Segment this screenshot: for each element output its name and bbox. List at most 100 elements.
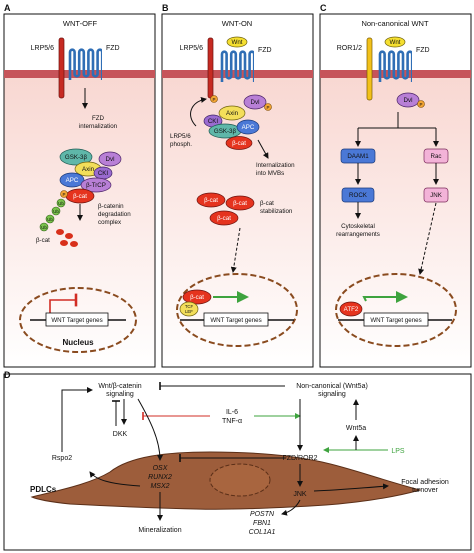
svg-text:β-cat: β-cat	[232, 140, 246, 147]
panel-b-translocation-arrow	[230, 227, 241, 273]
panel-d-pdlcs-label: PDLCs	[30, 485, 57, 494]
panel-b-nuclear-bcat	[182, 289, 212, 305]
panel-b-membrane	[162, 70, 313, 78]
panel-c-title: Non-canonical WNT	[361, 19, 429, 28]
panel-a-ub-chain: Ub Ub Ub Ub	[39, 198, 66, 232]
panel-d-dkk: DKK	[113, 431, 128, 438]
panel-d-letter: D	[4, 370, 11, 380]
panel-b-internalization-arrow	[257, 139, 269, 159]
panel-a-bcat-text: β-cat	[36, 237, 50, 244]
panel-a-destruction-complex: GSK-3β Axin Dvl CKI APC β-TrCP β-cat P U…	[39, 148, 122, 232]
ub-1	[56, 198, 66, 208]
panel-c-cyto-2: rearrangements	[336, 231, 380, 238]
panel-c-dvl-label: Dvl	[404, 97, 413, 104]
panel-a-apc-label: APC	[66, 177, 79, 184]
panel-a-degraded-fragments	[56, 229, 78, 247]
panel-b-dvl	[243, 94, 267, 110]
panel-b-intern-1: Internalization	[256, 162, 295, 169]
panel-b-wnt-label: Wnt	[231, 39, 242, 46]
bcat-free-1	[196, 192, 226, 208]
panel-b-nucleus	[176, 273, 298, 347]
panel-a-p-label: P	[62, 192, 65, 197]
panel-d-noncanon-1: Non-canonical (Wnt5a)	[296, 383, 368, 390]
panel-b-phosph-2: phosph.	[170, 141, 192, 148]
panel-b-axin	[218, 105, 246, 121]
panel-b-title: WNT-ON	[222, 19, 252, 28]
panel-c-daam-label: DAAM1	[347, 153, 369, 160]
panel-b-phosph-arrow	[190, 96, 207, 127]
svg-text:P: P	[266, 105, 269, 110]
panel-c-target-label: WNT Target genes	[370, 317, 421, 324]
panel-c-frame	[319, 13, 472, 368]
panel-a-degradation-3: complex	[98, 219, 122, 226]
svg-text:Ub: Ub	[47, 217, 53, 222]
panel-a-degradation-1: β-catenin	[98, 203, 124, 210]
panel-c-ror-receptor	[366, 37, 373, 101]
panel-d-tnf: TNF-α	[222, 418, 242, 425]
panel-b-letter: B	[162, 3, 169, 13]
panel-c: C Non-canonical WNT ROR1/2 FZD Wnt Dvl P…	[319, 3, 472, 368]
panel-a-ck-label: CKI	[98, 170, 109, 177]
panel-b-lrp-label: LRP5/6	[180, 45, 203, 52]
panel-b-target-box	[203, 312, 269, 327]
panel-d-wnt-to-tf	[137, 398, 163, 461]
panel-a-btrcp-label: β-TrCP	[86, 182, 106, 189]
panel-c-atf2-label: ATF2	[344, 306, 359, 313]
panel-d-runx2: RUNX2	[148, 474, 172, 481]
svg-text:β-cat: β-cat	[190, 294, 204, 301]
panel-c-atf2	[339, 301, 363, 317]
bcat-free-2	[225, 195, 255, 211]
panel-c-membrane	[320, 70, 471, 78]
panel-a-nucleus-label: Nucleus	[62, 338, 94, 347]
svg-text:GSK-3β: GSK-3β	[214, 128, 237, 135]
svg-text:Ub: Ub	[53, 209, 59, 214]
panel-d-wnt5a: Wnt5a	[346, 425, 366, 432]
panel-c-jnk-label: JNK	[430, 192, 443, 199]
panel-a-fzd-intern-2: internalization	[79, 123, 118, 130]
panel-b-complex-bcat	[225, 136, 253, 150]
panel-a-gsk-label: GSK-3β	[65, 154, 88, 161]
svg-text:P: P	[212, 97, 215, 102]
panel-c-dvl	[396, 92, 420, 108]
panel-c-rock-label: ROCK	[349, 192, 368, 199]
panel-c-wnt-ligand	[384, 36, 406, 48]
panel-d-lps: LPS	[391, 448, 405, 455]
panel-c-activation-arrow	[362, 291, 408, 303]
panel-b-target-label: WNT Target genes	[210, 317, 261, 324]
panel-d-col1a1: COL1A1	[249, 529, 276, 536]
panel-c-rac-label: Rac	[430, 153, 441, 160]
panel-c-dvl-phospho	[417, 100, 425, 108]
panel-a-gsk	[59, 148, 93, 166]
panel-d-postn: POSTN	[250, 511, 275, 518]
panel-d-frame	[3, 373, 472, 551]
svg-text:TCF: TCF	[185, 304, 194, 309]
panel-d-il6: IL-6	[226, 409, 238, 416]
panel-d-focal-2: turnover	[412, 487, 438, 494]
panel-b-wnt-ligand	[226, 36, 248, 48]
panel-b-dvl-phospho	[264, 103, 272, 111]
panel-c-letter: C	[320, 3, 327, 13]
panel-a-nucleus	[19, 287, 137, 353]
panel-a-lrp-receptor	[58, 37, 65, 99]
svg-text:Axin: Axin	[226, 110, 239, 117]
panel-d-jnk-to-genes	[281, 499, 301, 516]
panel-d-cell-nucleus	[209, 463, 271, 497]
svg-text:Ub: Ub	[58, 201, 64, 206]
panel-c-branch-lines	[357, 112, 437, 144]
panel-c-target-box	[363, 312, 429, 327]
panel-d-jnk-to-focal	[313, 483, 389, 492]
ub-2	[51, 206, 61, 216]
panel-b-tcf	[179, 301, 199, 317]
panel-a-apc	[59, 172, 85, 188]
panel-c-jnk	[423, 187, 449, 203]
panel-b-apc	[236, 119, 260, 135]
panel-a-fzd-intern-1: FZD	[92, 115, 105, 122]
panel-d-focal-1: Focal adhesion	[401, 479, 449, 486]
panel-b-stab-1: β-cat	[260, 200, 274, 207]
panel-a-btrcp	[80, 177, 112, 193]
panel-a-dvl	[98, 151, 122, 167]
panel-b: B WNT-ON LRP5/6 FZD Wnt P Axin Dvl P CKI…	[161, 3, 314, 368]
panel-d-noncanon-2: signaling	[318, 391, 346, 398]
panel-b-fzd-label: FZD	[258, 47, 272, 54]
